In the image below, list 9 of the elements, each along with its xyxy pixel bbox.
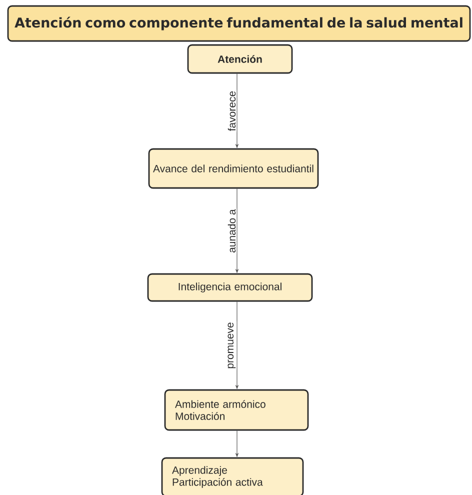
process-box: Aprendizaje Participación activa [161, 457, 304, 495]
process-box: Avance del rendimiento estudiantil [148, 148, 319, 189]
edge-label: favorece [226, 90, 237, 132]
title-box: Atención como componente fundamental de la salud mental [7, 5, 471, 42]
edge-label: promueve [226, 321, 237, 370]
process-box: Ambiente armónico Motivación [164, 389, 309, 431]
edge-label: aunado a [226, 208, 237, 254]
process-box: Atención [187, 44, 293, 74]
process-box: Inteligencia emocional [147, 273, 313, 302]
